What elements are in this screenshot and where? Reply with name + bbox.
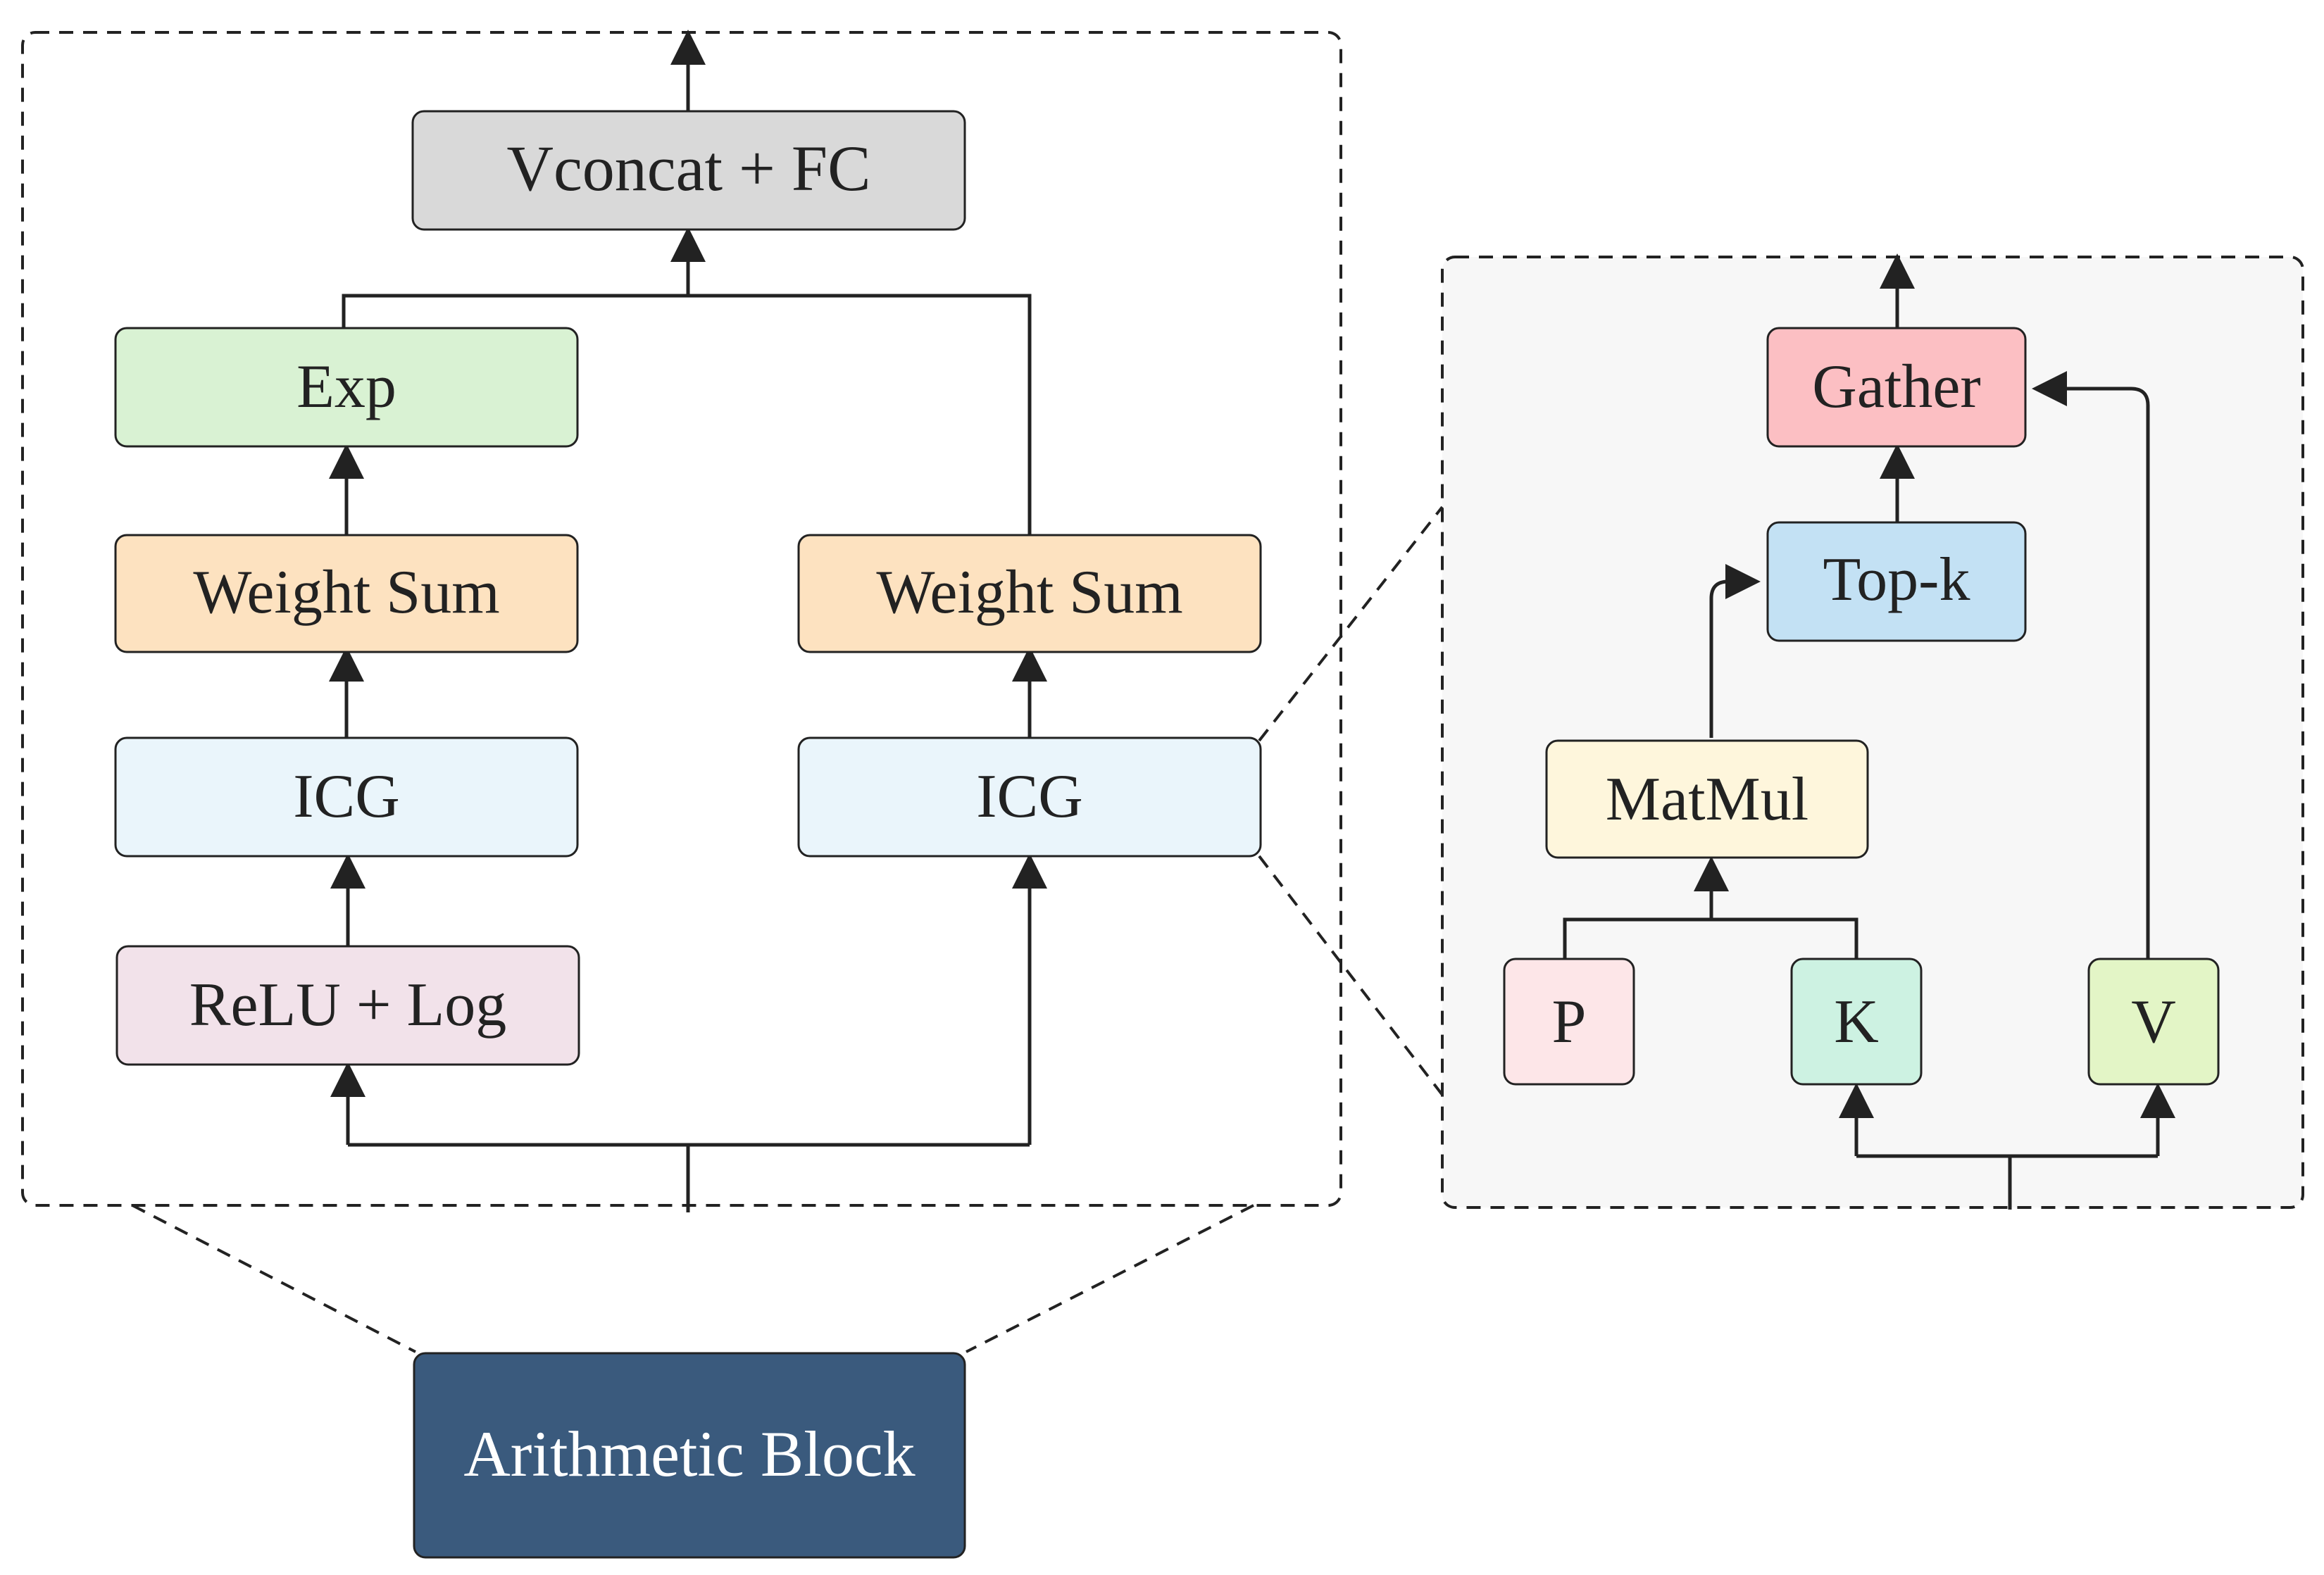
svg-text:Vconcat + FC: Vconcat + FC [507,132,871,204]
left-icg-node: ICG [114,736,579,858]
svg-text:Weight Sum: Weight Sum [876,558,1182,627]
svg-text:Gather: Gather [1812,353,1980,421]
svg-text:ReLU + Log: ReLU + Log [189,971,506,1039]
svg-text:Exp: Exp [296,353,396,421]
svg-text:K: K [1834,988,1879,1056]
arithmetic-link-right [966,1204,1254,1353]
main-connectors [329,30,1047,1212]
matmul-node: MatMul [1545,739,1869,859]
zoom-line-bottom [1258,855,1444,1096]
right-weight-sum-node: Weight Sum [797,534,1262,653]
svg-text:Top-k: Top-k [1823,546,1970,614]
p-node: P [1503,958,1635,1086]
detail-connectors [1563,253,2175,1210]
relu-log-node: ReLU + Log [115,945,580,1066]
arithmetic-link-left [132,1204,416,1353]
zoom-line-top [1258,506,1444,742]
svg-text:V: V [2131,988,2176,1056]
exp-node: Exp [114,327,579,448]
vconcat-fc-node: Vconcat + FC [411,110,966,231]
gather-node: Gather [1766,327,2027,448]
svg-text:ICG: ICG [293,763,400,831]
svg-text:P: P [1552,988,1587,1056]
right-icg-node: ICG [797,736,1262,858]
v-node: V [2087,958,2220,1086]
arithmetic-block-node: Arithmetic Block [413,1352,966,1559]
k-node: K [1790,958,1923,1086]
svg-text:Arithmetic Block: Arithmetic Block [463,1418,915,1490]
svg-text:ICG: ICG [976,763,1083,831]
icg-detail-panel [1441,256,2304,1209]
topk-node: Top-k [1766,521,2027,642]
left-weight-sum-node: Weight Sum [114,534,579,653]
svg-text:Weight Sum: Weight Sum [193,558,499,627]
svg-text:MatMul: MatMul [1606,765,1808,834]
